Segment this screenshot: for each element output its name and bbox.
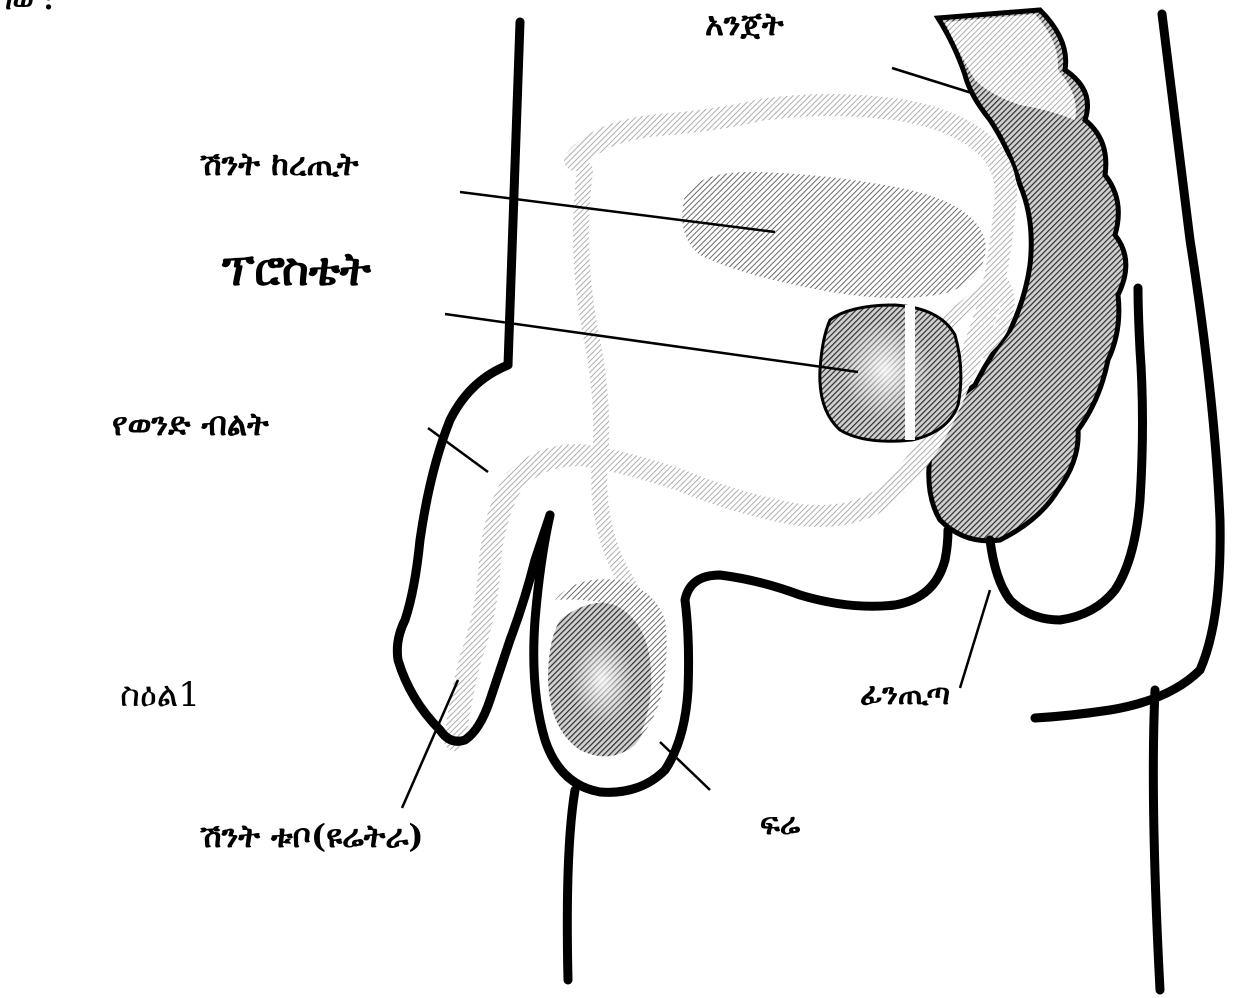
leader-anus	[960, 590, 990, 688]
anus-label: ፊንጢጣ	[860, 680, 950, 710]
rectum-label: አንጀት	[705, 8, 784, 40]
scrotum-label: ፍሬ	[760, 810, 800, 840]
penis-label: የወንድ ብልት	[112, 408, 269, 440]
prostate-highlight	[840, 320, 930, 420]
urethra-label: ሽንት ቱቦ(ዩሬትራ)	[200, 820, 424, 852]
leg-front-line	[567, 790, 575, 980]
bladder-shape	[682, 172, 985, 298]
abdomen-front-line	[508, 22, 520, 365]
bladder-label: ሽንት ከረጢት	[200, 148, 359, 180]
vas-deferens	[581, 170, 650, 650]
leg-back-line	[1153, 690, 1160, 990]
corner-label: ገወ :	[0, 0, 54, 14]
testis-highlight	[570, 635, 634, 725]
figure-caption: ስዕል1	[120, 678, 200, 712]
prostate-label: ፕሮስቴት	[222, 246, 371, 292]
